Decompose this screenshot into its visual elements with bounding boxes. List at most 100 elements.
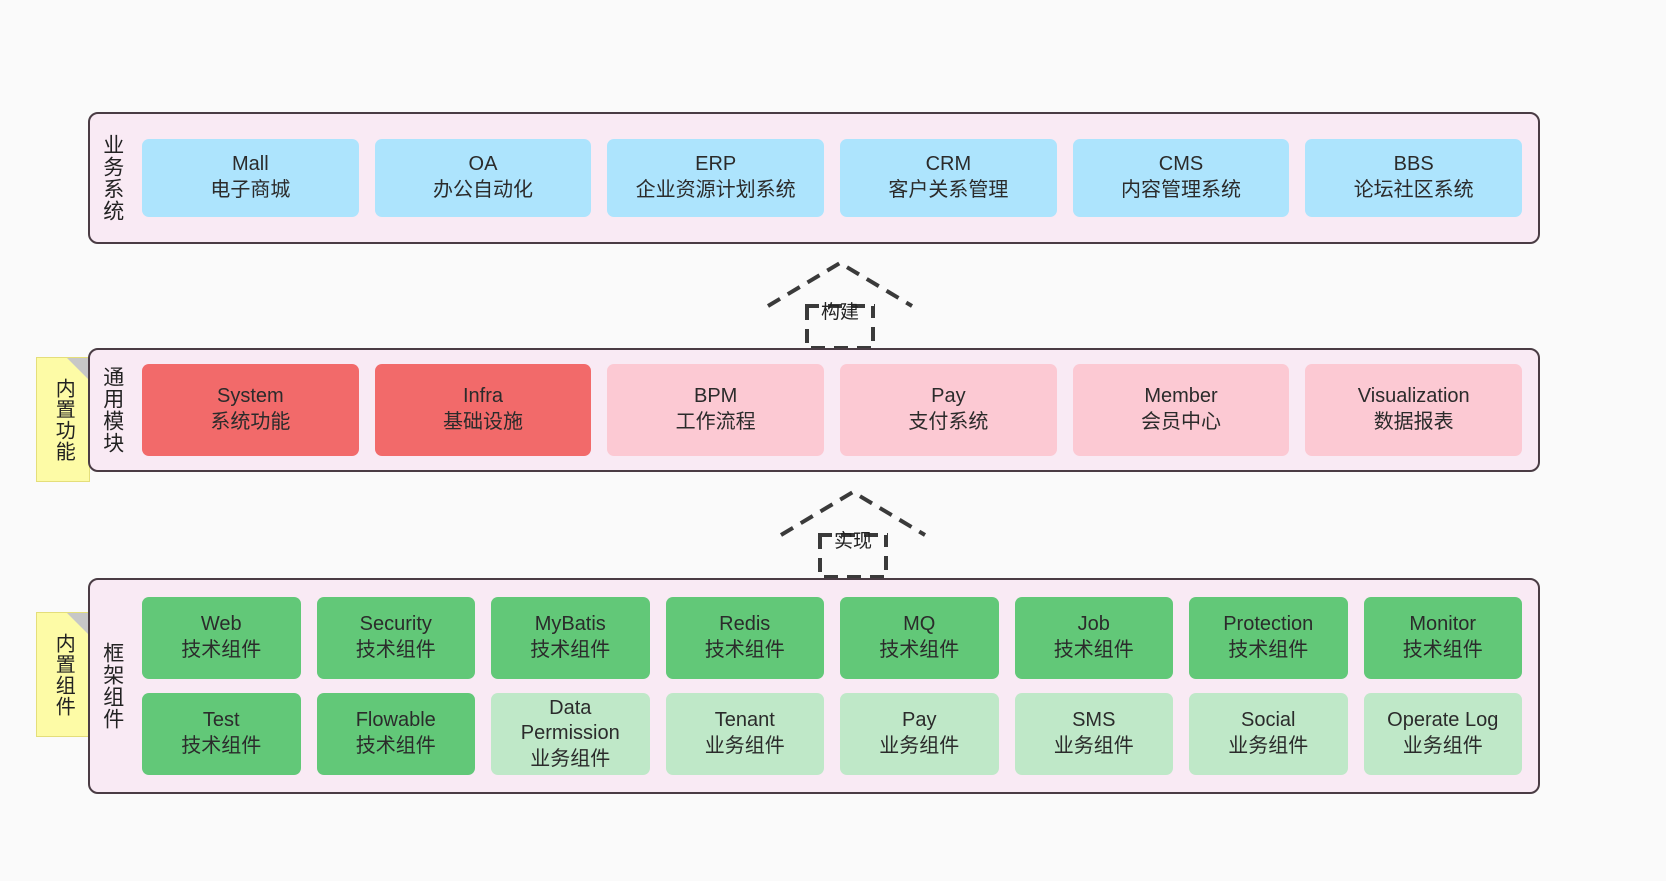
node-label-en: BBS (1393, 153, 1434, 176)
node-pay-component[interactable]: Pay 业务组件 (840, 693, 999, 775)
note-fold-corner-icon (67, 358, 89, 380)
node-oa[interactable]: OA 办公自动化 (374, 139, 592, 217)
node-label-en: OA (468, 153, 498, 176)
node-bpm[interactable]: BPM 工作流程 (607, 364, 825, 456)
node-label-en: System (216, 385, 284, 408)
node-label-cn: 业务组件 (704, 735, 785, 757)
connector-build: 构建 (765, 258, 915, 350)
node-label-en: CMS (1158, 153, 1204, 176)
note-label: 内置功能 (52, 377, 75, 462)
node-label-en: Test (202, 709, 240, 732)
node-label-cn: 业务组件 (530, 747, 611, 770)
node-label-en: MQ (903, 613, 936, 636)
node-label-cn: 支付系统 (908, 411, 989, 433)
node-label-cn: 业务组件 (1402, 735, 1483, 757)
node-system[interactable]: System 系统功能 (142, 364, 359, 456)
node-label-en: Security (359, 613, 432, 636)
node-label-cn: 内容管理系统 (1121, 179, 1242, 201)
layer-common-module: 通用模块 System 系统功能 Infra 基础设施 BPM 工作流程 Pay… (88, 348, 1540, 472)
node-label-en: Redis (719, 613, 771, 636)
node-label-cn: 业务组件 (1053, 735, 1134, 757)
node-label-en: Tenant (714, 709, 775, 732)
node-redis[interactable]: Redis 技术组件 (665, 597, 824, 679)
node-web[interactable]: Web 技术组件 (142, 597, 301, 679)
node-label-en: Pay (931, 385, 966, 408)
note-builtin-component: 内置组件 (36, 612, 90, 737)
node-crm[interactable]: CRM 客户关系管理 (840, 139, 1057, 217)
layer-items-business-system: Mall 电子商城 OA 办公自动化 ERP 企业资源计划系统 CRM 客户关系… (134, 114, 1538, 242)
node-label-en: Monitor (1409, 613, 1477, 636)
node-label-en: Mall (232, 153, 269, 176)
node-label-cn: 技术组件 (181, 735, 262, 757)
node-sms[interactable]: SMS 业务组件 (1014, 693, 1173, 775)
node-label-cn: 论坛社区系统 (1353, 179, 1474, 201)
node-label-en: Pay (902, 709, 937, 732)
node-protection[interactable]: Protection 技术组件 (1189, 597, 1348, 679)
node-cms[interactable]: CMS 内容管理系统 (1072, 139, 1290, 217)
node-mybatis[interactable]: MyBatis 技术组件 (491, 597, 650, 679)
layer-items-framework-component: Web 技术组件 Security 技术组件 MyBatis 技术组件 Redi… (134, 580, 1538, 792)
node-social[interactable]: Social 业务组件 (1189, 693, 1348, 775)
node-label-cn: 技术组件 (1228, 639, 1309, 661)
node-label-cn: 工作流程 (675, 411, 756, 433)
connector-implement: 实现 (778, 487, 928, 579)
layer-items-common-module: System 系统功能 Infra 基础设施 BPM 工作流程 Pay 支付系统… (134, 350, 1538, 470)
node-operate-log[interactable]: Operate Log 业务组件 (1363, 693, 1522, 775)
node-monitor[interactable]: Monitor 技术组件 (1363, 597, 1522, 679)
node-label-en: Visualization (1357, 385, 1470, 408)
node-label-cn: 技术组件 (355, 639, 436, 661)
node-label-cn: 技术组件 (1053, 639, 1134, 661)
node-data-permission[interactable]: Data Permission 业务组件 (491, 693, 650, 775)
node-label-cn: 技术组件 (530, 639, 611, 661)
framework-row-1: Web 技术组件 Security 技术组件 MyBatis 技术组件 Redi… (142, 597, 1522, 679)
node-label-en: Flowable (355, 709, 436, 732)
dashed-generalization-arrow-up-icon (779, 489, 927, 579)
node-label-cn: 电子商城 (210, 179, 291, 201)
node-label-en: Social (1241, 709, 1296, 732)
layer-business-system: 业务系统 Mall 电子商城 OA 办公自动化 ERP 企业资源计划系统 CRM… (88, 112, 1540, 244)
node-label-en: CRM (925, 153, 972, 176)
layer-title-common-module: 通用模块 (100, 366, 124, 454)
layer-title-framework-component: 框架组件 (100, 642, 124, 730)
node-tenant[interactable]: Tenant 业务组件 (665, 693, 824, 775)
node-test[interactable]: Test 技术组件 (142, 693, 301, 775)
node-label-cn: 技术组件 (355, 735, 436, 757)
node-label-en: MyBatis (534, 613, 606, 636)
node-label-en: Job (1077, 613, 1110, 636)
node-label-cn: 企业资源计划系统 (635, 179, 796, 201)
node-label-en: Operate Log (1387, 709, 1499, 732)
node-flowable[interactable]: Flowable 技术组件 (316, 693, 475, 775)
node-label-cn: 系统功能 (210, 411, 291, 433)
node-label-en: SMS (1072, 709, 1116, 732)
node-label-en: BPM (694, 385, 738, 408)
node-label-cn: 基础设施 (443, 411, 523, 433)
node-pay[interactable]: Pay 支付系统 (840, 364, 1057, 456)
note-builtin-function: 内置功能 (36, 357, 90, 482)
framework-row-2: Test 技术组件 Flowable 技术组件 Data Permission … (142, 693, 1522, 775)
node-label-cn: 业务组件 (879, 735, 960, 757)
node-label-cn: 客户关系管理 (888, 179, 1009, 201)
node-label-cn: 业务组件 (1228, 735, 1309, 757)
node-infra[interactable]: Infra 基础设施 (374, 364, 592, 456)
dashed-generalization-arrow-up-icon (766, 260, 914, 350)
node-label-en: Infra (462, 385, 504, 408)
node-label-cn: 技术组件 (704, 639, 785, 661)
node-label-cn: 办公自动化 (433, 179, 533, 201)
node-job[interactable]: Job 技术组件 (1014, 597, 1173, 679)
node-erp[interactable]: ERP 企业资源计划系统 (607, 139, 825, 217)
node-security[interactable]: Security 技术组件 (316, 597, 475, 679)
note-fold-corner-icon (67, 613, 89, 635)
node-label-en: Member (1144, 385, 1218, 408)
node-visualization[interactable]: Visualization 数据报表 (1305, 364, 1523, 456)
node-label-cn: 技术组件 (1402, 639, 1483, 661)
node-label-en: ERP (695, 153, 737, 176)
node-label-en: Web (200, 613, 242, 636)
node-label-en: Protection (1223, 613, 1314, 636)
node-mq[interactable]: MQ 技术组件 (840, 597, 999, 679)
note-label: 内置组件 (52, 632, 75, 717)
node-mall[interactable]: Mall 电子商城 (142, 139, 359, 217)
layer-framework-component: 框架组件 Web 技术组件 Security 技术组件 MyBatis 技术组件… (88, 578, 1540, 794)
node-member[interactable]: Member 会员中心 (1072, 364, 1290, 456)
node-bbs[interactable]: BBS 论坛社区系统 (1305, 139, 1523, 217)
